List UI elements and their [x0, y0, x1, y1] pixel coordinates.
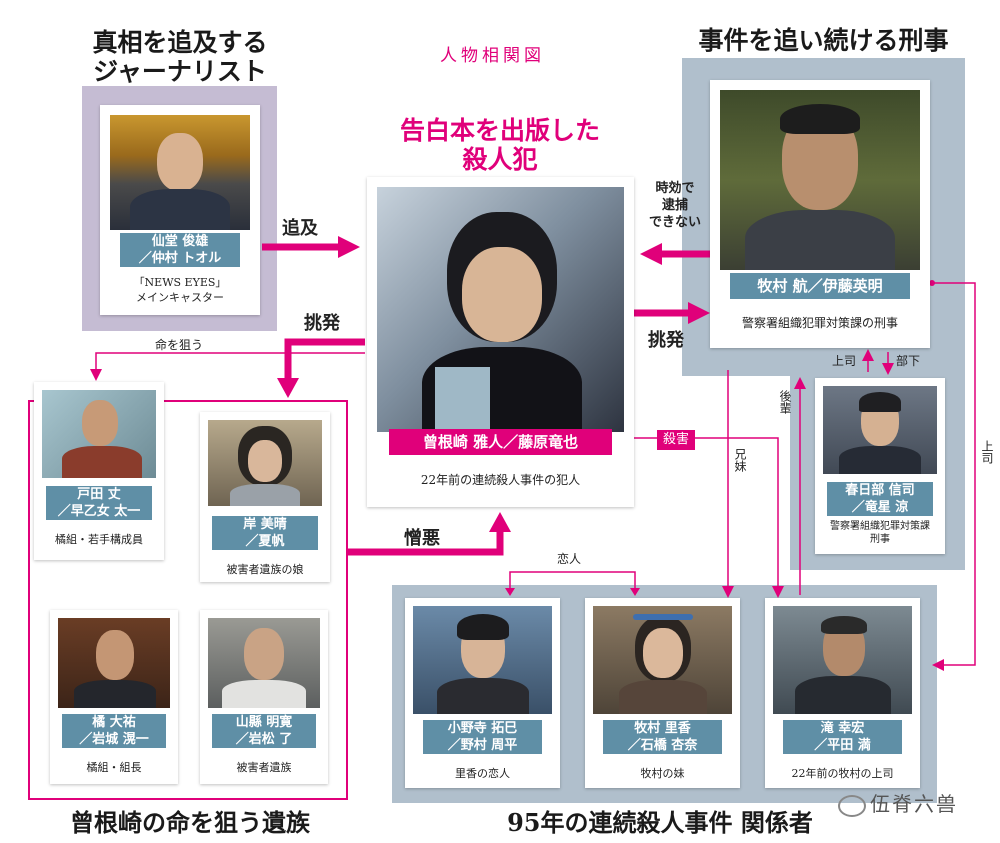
detective-main-photo	[720, 90, 920, 270]
watermark: 伍脊六兽	[838, 788, 958, 817]
line-inochi	[96, 353, 365, 378]
arrow-chohatsu-left	[288, 342, 365, 380]
yamagata-desc: 被害者遺族	[200, 760, 328, 775]
tachibana-name: 橘 大祐／岩城 滉一	[62, 714, 166, 748]
yamagata-name: 山縣 明寛／岩松 了	[212, 714, 316, 748]
journalist-heading-line2: ジャーナリスト	[70, 57, 290, 86]
family-card-yamagata[interactable]: 山縣 明寛／岩松 了 被害者遺族	[200, 610, 328, 784]
label-satsugai: 殺害	[657, 430, 695, 450]
wechat-icon	[838, 795, 866, 817]
onodera-desc: 里香の恋人	[405, 766, 560, 781]
case-card-makimura-rika[interactable]: 牧村 里香／石橋 杏奈 牧村の妹	[585, 598, 740, 788]
label-inochi: 命を狙う	[155, 338, 203, 352]
toda-photo	[42, 390, 156, 478]
journalist-heading: 真相を追及する ジャーナリスト	[70, 28, 290, 86]
detective-sub-card[interactable]: 春日部 信司／竜星 涼 警察署組織犯罪対策課刑事	[815, 378, 945, 554]
center-heading-line2: 殺人犯	[370, 145, 630, 174]
journalist-desc: 「NEWS EYES」メインキャスター	[100, 275, 260, 305]
rika-name: 牧村 里香／石橋 杏奈	[603, 720, 722, 754]
taki-desc: 22年前の牧村の上司	[765, 766, 920, 781]
detective-sub-name: 春日部 信司／竜星 涼	[827, 482, 933, 516]
line-satsugai	[634, 438, 778, 595]
toda-desc: 橘組・若手構成員	[34, 532, 164, 547]
label-zouo: 憎悪	[404, 524, 440, 550]
line-koibito	[510, 572, 635, 592]
family-card-toda[interactable]: 戸田 丈／早乙女 太一 橘組・若手構成員	[34, 382, 164, 560]
watermark-text: 伍脊六兽	[870, 792, 958, 816]
kishi-name: 岸 美晴／夏帆	[212, 516, 318, 550]
kishi-photo	[208, 420, 322, 506]
tachibana-desc: 橘組・組長	[50, 760, 178, 775]
onodera-name: 小野寺 拓巳／野村 周平	[423, 720, 542, 754]
detective-main-desc: 警察署組織犯罪対策課の刑事	[710, 316, 930, 331]
case-card-onodera[interactable]: 小野寺 拓巳／野村 周平 里香の恋人	[405, 598, 560, 788]
label-kyoudai: 兄妹	[733, 448, 747, 472]
case-card-taki[interactable]: 滝 幸宏／平田 満 22年前の牧村の上司	[765, 598, 920, 788]
chart-title: 人物相関図	[440, 46, 545, 66]
journalist-heading-line1: 真相を追及する	[70, 28, 290, 57]
center-photo	[377, 187, 624, 432]
tachibana-photo	[58, 618, 170, 708]
journalist-card[interactable]: 仙堂 俊雄／仲村 トオル 「NEWS EYES」メインキャスター	[100, 105, 260, 315]
journalist-name: 仙堂 俊雄／仲村 トオル	[120, 233, 240, 267]
rika-desc: 牧村の妹	[585, 766, 740, 781]
label-kouhai: 後輩	[778, 390, 792, 414]
detective-main-card[interactable]: 牧村 航／伊藤英明 警察署組織犯罪対策課の刑事	[710, 80, 930, 348]
detective-heading: 事件を追い続ける刑事	[682, 26, 965, 55]
taki-name: 滝 幸宏／平田 満	[783, 720, 902, 754]
label-buka: 部下	[896, 354, 920, 368]
family-card-kishi[interactable]: 岸 美晴／夏帆 被害者遺族の娘	[200, 412, 330, 582]
center-name: 曾根崎 雅人／藤原竜也	[389, 429, 612, 455]
label-chohatsu-left: 挑発	[304, 309, 340, 335]
label-koibito: 恋人	[557, 552, 581, 566]
case-heading: 95年の連続殺人事件 関係者	[430, 808, 890, 837]
label-joushi-right: 上司	[980, 440, 994, 464]
kishi-desc: 被害者遺族の娘	[200, 562, 330, 577]
center-heading-line1: 告白本を出版した	[370, 116, 630, 145]
label-tsuikyu: 追及	[282, 214, 318, 240]
label-chohatsu-right: 挑発	[648, 326, 684, 352]
label-jikou: 時効で逮捕できない	[640, 180, 710, 231]
yamagata-photo	[208, 618, 320, 708]
detective-main-name: 牧村 航／伊藤英明	[730, 273, 910, 299]
detective-sub-desc: 警察署組織犯罪対策課刑事	[815, 520, 945, 546]
toda-name: 戸田 丈／早乙女 太一	[46, 486, 152, 520]
family-heading: 曾根崎の命を狙う遺族	[50, 808, 330, 837]
rika-photo	[593, 606, 732, 714]
center-card[interactable]: 曾根崎 雅人／藤原竜也 22年前の連続殺人事件の犯人	[367, 177, 634, 507]
label-joushi-mid: 上司	[832, 354, 856, 368]
family-card-tachibana[interactable]: 橘 大祐／岩城 滉一 橘組・組長	[50, 610, 178, 784]
journalist-photo	[110, 115, 250, 230]
detective-sub-photo	[823, 386, 937, 474]
onodera-photo	[413, 606, 552, 714]
taki-photo	[773, 606, 912, 714]
center-desc: 22年前の連続殺人事件の犯人	[367, 473, 634, 488]
center-heading: 告白本を出版した 殺人犯	[370, 116, 630, 174]
